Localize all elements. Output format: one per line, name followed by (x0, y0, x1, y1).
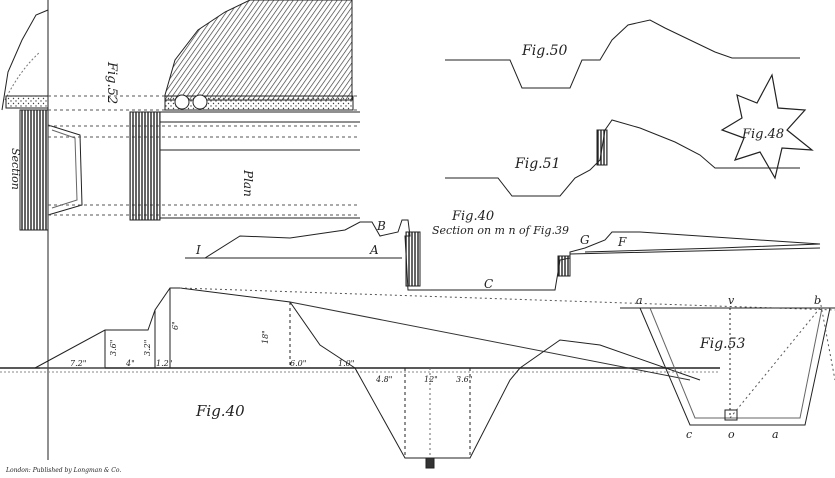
fig53-point-c: c (686, 428, 692, 441)
fig53-point-a2: a (772, 428, 779, 441)
fig51-label: Fig.51 (514, 156, 560, 172)
fig40-label: Fig.40 (195, 402, 245, 420)
fig40-dim-11: 12" (424, 375, 438, 384)
fig40-dim-9: 1.0" (338, 359, 354, 368)
fig53-point-b: b (814, 294, 821, 307)
fig48-label: Fig.48 (741, 127, 784, 142)
fig53-point-a1: a (636, 294, 643, 307)
fig40-dim-5: 1.2" (156, 359, 172, 368)
fig51-drawing (445, 119, 800, 197)
fig50-drawing (445, 19, 800, 89)
fig52-plan-label: Plan (241, 169, 255, 197)
fig53-point-v: v (728, 294, 735, 307)
fig50-label: Fig.50 (521, 43, 568, 59)
fig40-point-F: F (617, 235, 627, 249)
fig40-dim-6: 6" (171, 321, 180, 330)
fig40-point-A: A (369, 243, 379, 257)
fig40-point-I: I (195, 243, 201, 257)
publisher-imprint: London: Published by Longman & Co. (5, 467, 121, 474)
fig40-dim-3: 4" (125, 359, 135, 368)
fig40-dim-7: 18" (261, 330, 270, 344)
fig53-point-o: o (728, 428, 735, 441)
fig52-drawing (1, 0, 360, 460)
fig40-point-C: C (484, 277, 493, 291)
fig52-label: Fig.52 (104, 61, 119, 104)
fig40-drawing (0, 287, 835, 469)
fig48-drawing (720, 73, 814, 180)
fig40-dim-8: 6.0" (290, 359, 306, 368)
fig40-section-caption: Section on m n of Fig.39 (432, 224, 569, 237)
fig40-dim-1: 7.2" (70, 359, 86, 368)
fig53-drawing (620, 299, 835, 426)
fig40-section-drawing (185, 219, 821, 291)
fig40-dim-12: 3.6" (456, 375, 472, 384)
fig53-label: Fig.53 (699, 336, 746, 352)
fig40-point-B: B (376, 219, 386, 233)
fig40-point-G: G (580, 233, 590, 247)
fig40-dim-2: 3.6" (109, 340, 118, 356)
fig40-dim-4: 3.2" (143, 340, 152, 356)
fig40-section-label: Fig.40 (451, 209, 494, 224)
fig40-dim-10: 4.8" (375, 375, 392, 384)
fig52-section-label: Section (9, 148, 22, 190)
